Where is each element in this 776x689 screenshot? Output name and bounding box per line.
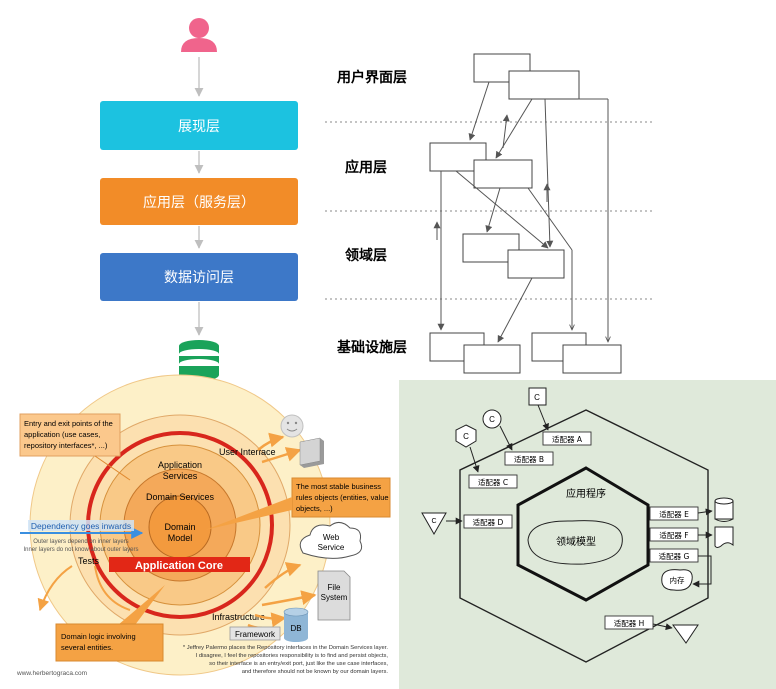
infra-box-2 [463, 344, 521, 374]
file-system-label-2: System [321, 593, 348, 602]
ui-box-1 [473, 53, 531, 83]
app-services-label-2: Services [163, 471, 198, 481]
client-hexagon [455, 424, 477, 448]
adapter-e-box [649, 506, 699, 521]
infrastructure-label: Infrastructure [212, 612, 265, 622]
web-service-label-2: Service [318, 543, 345, 552]
adapter-a-box [542, 431, 592, 446]
framework-box [229, 626, 281, 641]
user-icon [181, 18, 217, 52]
db-cylinder-icon: DB [283, 607, 309, 642]
outer-hexagon [459, 409, 709, 663]
domain-logic-line-1: Domain logic involving [61, 632, 136, 641]
domain-box-2 [507, 249, 565, 279]
infra-box-4 [562, 344, 622, 374]
web-service-cloud-icon: Web Service [299, 522, 363, 559]
memory-blob [661, 569, 693, 591]
entry-callout-line-1: Entry and exit points of the [24, 419, 113, 428]
application-layer-box [100, 178, 298, 225]
adapter-b-label: 适配器 B [514, 454, 544, 464]
storage-cylinder-icon [714, 497, 734, 522]
file-system-label-1: File [328, 583, 341, 592]
adapter-h-label: 适配器 H [614, 618, 645, 628]
document-icon [714, 526, 734, 548]
data-access-layer-label: 数据访问层 [164, 270, 234, 286]
adapter-c-box [468, 474, 518, 489]
framework-label: Framework [235, 630, 276, 639]
presentation-layer-box [100, 101, 298, 150]
client-square-label: C [534, 393, 540, 402]
entry-callout-line-3: repository interfaces*, ...) [24, 441, 108, 450]
domain-model-blob [527, 520, 623, 565]
domain-model-label-1: Domain [164, 522, 195, 532]
stable-callout-line-3: objects, ...) [296, 504, 333, 513]
footnote-line-2: I disagree, I feel the repositories resp… [196, 653, 389, 659]
smiley-user-icon [280, 414, 304, 438]
app-box-2 [473, 159, 533, 189]
adapter-a-label: 适配器 A [552, 434, 583, 444]
infra-layer-label: 基础设施层 [337, 339, 407, 356]
dependency-title: Dependency goes inwards [31, 521, 131, 531]
data-access-layer-box [100, 253, 298, 301]
adapter-d-box [463, 514, 513, 529]
domain-model-label: 领域模型 [556, 535, 596, 548]
client-circle [482, 409, 502, 429]
client-triangle-label: C [431, 518, 436, 525]
footnote-line-1: * Jeffrey Palermo places the Repository … [183, 645, 389, 651]
layered-dependency-diagram: 用户界面层 应用层 领域层 基础设施层 [325, 53, 655, 374]
app-services-label-1: Application [158, 460, 202, 470]
onion-architecture-diagram: Application Services Domain Services Dom… [16, 374, 391, 677]
client-square [528, 387, 547, 406]
adapter-c-label: 适配器 C [478, 477, 508, 487]
computer-tower-icon [299, 437, 324, 468]
footnote-line-3: so their interface is an entry/exit port… [209, 661, 388, 667]
client-circle-label: C [489, 415, 495, 424]
adapter-h-box [604, 615, 654, 630]
file-system-icon: File System [317, 570, 351, 621]
domain-model-label-2: Model [168, 533, 193, 543]
hexagonal-architecture-diagram: 应用程序 领域模型 适配器 A 适配器 B 适配器 C 适配器 D 适配器 E … [399, 380, 776, 689]
adapter-f-label: 适配器 F [659, 530, 688, 540]
domain-layer-label: 领域层 [345, 247, 387, 264]
domain-services-label: Domain Services [146, 492, 215, 502]
client-triangle [421, 512, 447, 536]
ui-box-2 [508, 70, 580, 100]
stable-callout-line-2: rules objects (entities, value [296, 493, 389, 502]
layer-stack: 展现层 应用层（服务层） 数据访问层 [100, 18, 298, 381]
db-label: DB [290, 624, 301, 633]
dependency-sub-1: Outer layers depend on inner layers [33, 539, 128, 545]
adapter-d-label: 适配器 D [473, 517, 504, 527]
application-core-bar [109, 557, 250, 572]
application-layer-label: 应用层（服务层） [143, 194, 255, 211]
domain-logic-line-2: several entities. [61, 643, 113, 652]
adapter-e-label: 适配器 E [659, 509, 689, 519]
memory-label: 内存 [670, 575, 685, 585]
adapter-b-box [504, 451, 554, 466]
user-interface-label: User Interface [219, 447, 276, 457]
entry-exit-callout [19, 413, 121, 457]
footnote-line-4: and therefore should not be known by our… [242, 669, 389, 675]
tests-label: Tests [78, 556, 100, 566]
domain-logic-callout [55, 623, 164, 662]
stable-callout-line-1: The most stable business [296, 482, 381, 491]
external-triangle [672, 624, 699, 644]
presentation-layer-label: 展现层 [178, 119, 220, 135]
application-core-label: Application Core [135, 560, 223, 572]
adapter-g-label: 适配器 G [659, 551, 690, 561]
web-service-label-1: Web [323, 533, 340, 542]
app-layer-label: 应用层 [345, 159, 387, 176]
app-program-label: 应用程序 [566, 487, 606, 500]
inner-hexagon [516, 466, 650, 602]
entry-callout-line-2: application (use cases, [24, 430, 100, 439]
client-hexagon-label: C [463, 432, 469, 441]
ui-layer-label: 用户界面层 [337, 69, 407, 86]
dependency-sub-2: Inner layers do not know about outer lay… [23, 547, 138, 553]
website-label: www.herbertograca.com [16, 670, 87, 677]
